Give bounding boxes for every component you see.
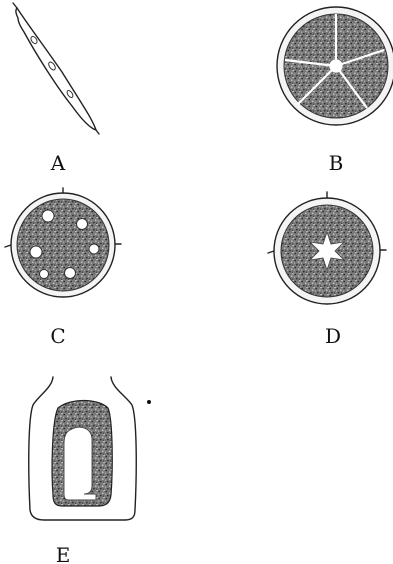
figure-e-cavity [64,427,96,500]
figure-c-cavity-3 [89,244,99,254]
figure-c-cavity-1 [42,210,54,222]
figure-e-label: E [56,543,71,564]
figure-a-cavity-3 [66,89,74,98]
figure-a-label: A [50,151,66,175]
stray-dot [147,400,151,404]
figure-d: D [268,192,386,348]
figure-a-outline [16,8,96,130]
figure-c: C [5,188,121,348]
figure-d-spur-left [268,251,274,253]
figure-a-base [96,130,99,134]
figure-b: B [277,7,393,175]
figure-c-spur-left [5,245,11,247]
figure-b-label: B [329,151,344,175]
figure-a-tip [13,3,17,8]
figure-c-label: C [50,324,65,348]
figure-e: E [29,377,136,564]
figure-c-cavity-6 [40,270,49,279]
figure-a: A [13,3,99,175]
figure-c-cavity-4 [30,246,42,258]
figure-c-cavity-5 [65,268,76,279]
figure-d-label: D [325,324,341,348]
figure-c-cavity-2 [77,219,88,230]
